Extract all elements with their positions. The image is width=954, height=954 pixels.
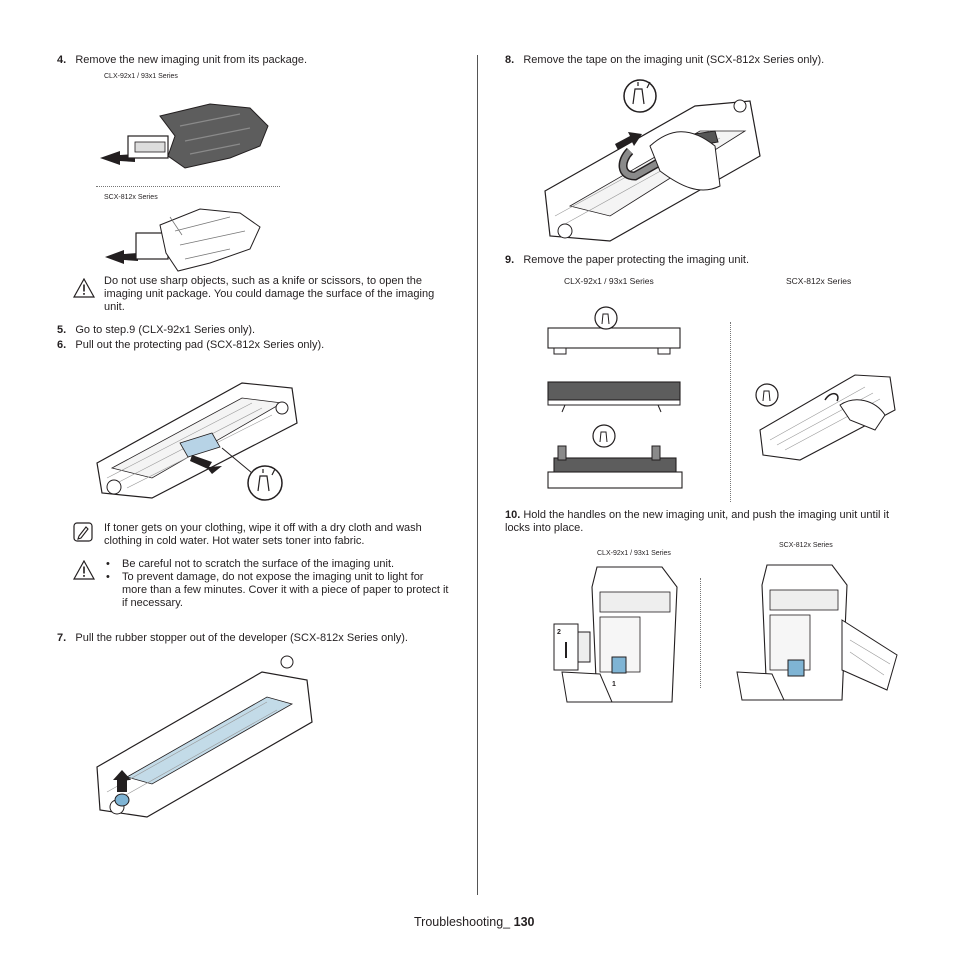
callout-2: 2	[557, 629, 561, 636]
note-text: If toner gets on your clothing, wipe it …	[104, 522, 422, 547]
separator-dotted	[96, 186, 280, 187]
caption-clx: CLX-92x1 / 93x1 Series	[104, 73, 178, 80]
caption-10-scx: SCX-812x Series	[779, 542, 833, 549]
separator-dotted	[730, 322, 731, 502]
column-divider	[477, 55, 478, 895]
caption-9-clx: CLX-92x1 / 93x1 Series	[564, 276, 654, 286]
illustration-unpack-clx	[100, 103, 269, 169]
footer-section: Troubleshooting_	[414, 915, 511, 929]
illustration-paper-scx	[755, 374, 896, 461]
warning-icon	[73, 278, 95, 298]
caution-item: Be careful not to scratch the surface of…	[104, 558, 449, 571]
step-5: 5. Go to step.9 (CLX-92x1 Series only).	[57, 324, 256, 336]
caution-list-2: Be careful not to scratch the surface of…	[104, 558, 449, 610]
illustration-paper-clx	[547, 306, 683, 489]
callout-1: 1	[612, 681, 616, 688]
illustration-rubber-stopper	[96, 655, 313, 818]
note-pencil-icon	[73, 522, 93, 542]
step-6: 6. Pull out the protecting pad (SCX-812x…	[57, 339, 325, 351]
illustration-printer-scx	[736, 564, 898, 701]
illustration-unpack-scx	[105, 208, 261, 272]
caution-item: To prevent damage, do not expose the ima…	[104, 571, 449, 610]
step-7: 7. Pull the rubber stopper out of the de…	[57, 632, 408, 644]
step-9: 9. Remove the paper protecting the imagi…	[505, 254, 749, 266]
caption-10-clx: CLX-92x1 / 93x1 Series	[597, 550, 671, 557]
step-4: 4. Remove the new imaging unit from its …	[57, 54, 308, 66]
page-footer: Troubleshooting_ 130	[414, 915, 534, 929]
illustration-protecting-pad	[96, 382, 298, 501]
warning-icon	[73, 560, 95, 580]
caption-scx: SCX-812x Series	[104, 194, 158, 201]
page-number: 130	[513, 915, 535, 929]
illustration-printer-clx: 2 1	[553, 566, 678, 703]
caution-text-1: Do not use sharp objects, such as a knif…	[104, 275, 435, 313]
step-10: 10. Hold the handles on the new imaging …	[505, 509, 890, 534]
step-8: 8. Remove the tape on the imaging unit (…	[505, 54, 825, 66]
separator-dotted	[700, 578, 701, 688]
caption-9-scx: SCX-812x Series	[786, 276, 852, 286]
illustration-remove-tape	[544, 79, 761, 242]
